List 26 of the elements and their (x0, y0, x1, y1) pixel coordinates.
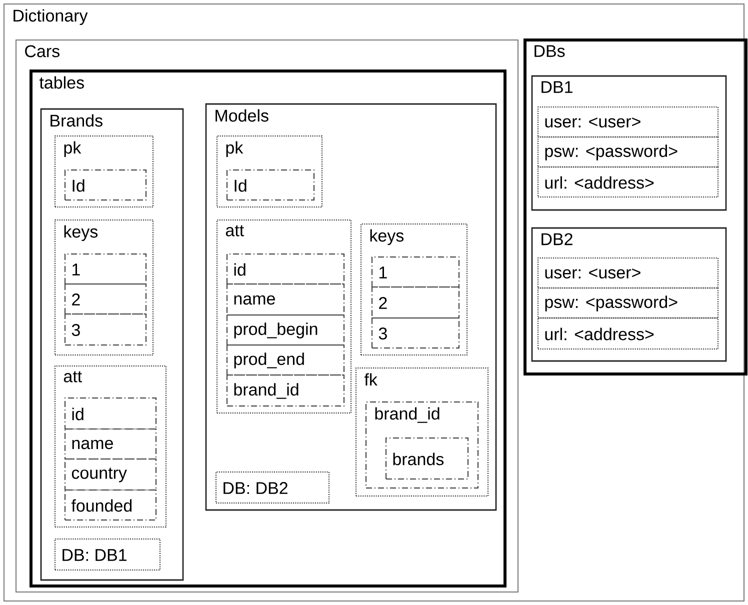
field-cell: prod_begin (226, 314, 344, 346)
field-cell: founded (64, 490, 156, 520)
field-cell: Id (226, 170, 314, 200)
group-box: DB: DB1 (54, 538, 160, 570)
field-cell: 3 (64, 314, 146, 346)
field-cell: Id (64, 170, 146, 200)
field-cell: brand_id (226, 374, 344, 406)
field-cell: 3 (372, 318, 460, 348)
group-box: psw: <password> (538, 136, 718, 168)
group-box: user: <user> (538, 258, 718, 288)
field-cell: 2 (372, 286, 460, 318)
group-box: DB: DB2 (216, 472, 330, 504)
field-cell: name (64, 428, 156, 460)
field-cell: country (64, 458, 156, 490)
field-cell: 2 (64, 284, 146, 314)
field-cell: id (64, 398, 156, 430)
field-cell: 1 (64, 254, 146, 284)
group-box: url: <address> (538, 166, 718, 198)
field-cell: 1 (372, 256, 460, 288)
group-box: user: <user> (538, 106, 718, 138)
field-cell: name (226, 284, 344, 316)
field-cell: id (226, 254, 344, 284)
group-box: psw: <password> (538, 288, 718, 318)
field-cell: brands (386, 438, 468, 480)
group-box: url: <address> (538, 318, 718, 350)
field-cell: prod_end (226, 344, 344, 376)
